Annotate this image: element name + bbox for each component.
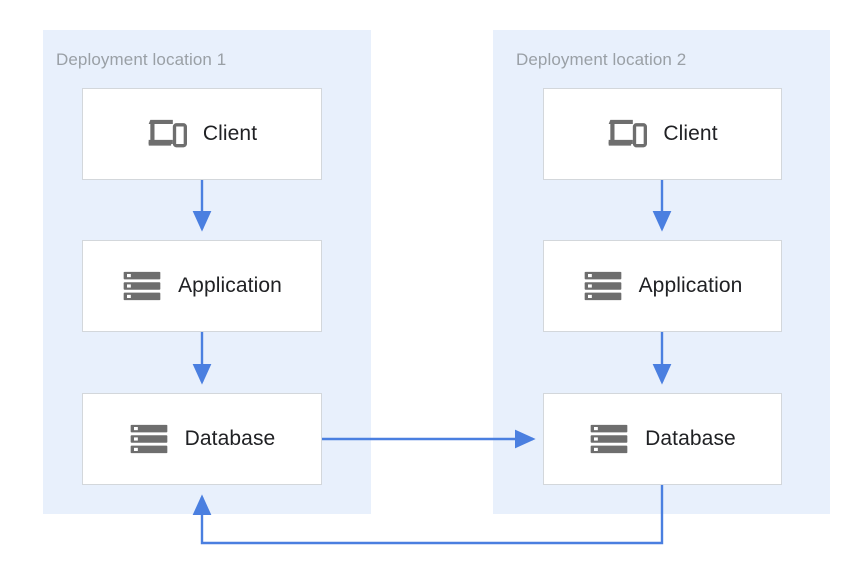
server-rack-icon [130,424,167,454]
node-application-1[interactable]: Application [82,240,322,332]
node-database-2-label: Database [645,427,736,450]
deployment-region-2-label: Deployment location 2 [516,50,687,69]
node-client-2-label: Client [663,122,718,145]
server-rack-icon [123,271,161,301]
devices-icon [148,119,187,148]
node-application-2-label: Application [638,274,743,297]
node-client-2[interactable]: Client [543,88,782,180]
node-database-1[interactable]: Database [82,393,322,485]
node-client-1[interactable]: Client [82,88,322,180]
server-rack-icon [590,424,628,454]
deployment-region-1-label: Deployment location 1 [56,50,227,69]
server-rack-icon [584,271,621,301]
node-application-2[interactable]: Application [543,240,782,332]
node-database-2[interactable]: Database [543,393,782,485]
devices-icon [609,119,648,148]
node-application-1-label: Application [178,274,282,297]
node-client-1-label: Client [202,122,258,145]
node-database-1-label: Database [184,427,276,450]
